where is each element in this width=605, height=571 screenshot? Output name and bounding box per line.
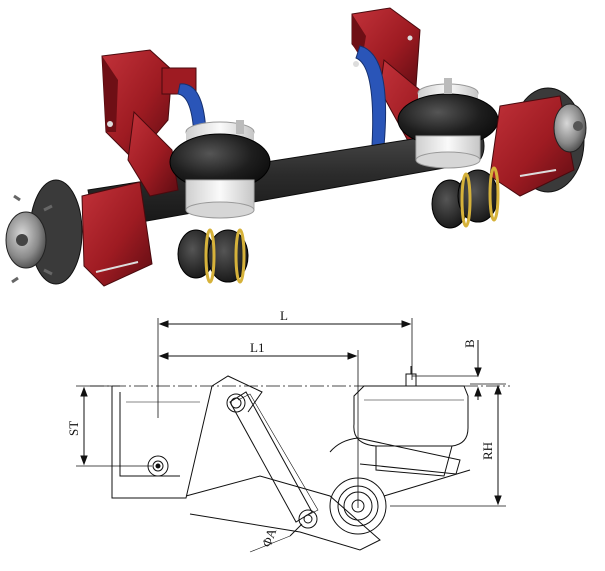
dimension-RH: RH: [390, 383, 506, 507]
dimension-B: B: [412, 339, 482, 400]
trailing-arm: [185, 375, 381, 551]
hanger-bracket-left: [101, 49, 197, 197]
wheel-end-right: [489, 87, 587, 197]
dimension-L: L: [157, 308, 413, 418]
label-L: L: [280, 308, 288, 323]
label-RH: RH: [480, 442, 495, 460]
wheel-stud-icons: [11, 194, 53, 284]
air-spring-right: [397, 78, 499, 169]
dimension-L1: L1: [158, 340, 359, 508]
suspension-3d-render: [5, 7, 587, 287]
dimension-phiA: ΦA: [249, 523, 303, 553]
axle-seat: [329, 437, 471, 535]
label-phiA: ΦA: [259, 526, 280, 549]
dimension-drawing: L L1 B ST RH: [66, 308, 510, 553]
air-spring-outline: [353, 366, 469, 477]
wheel-end-left: [5, 179, 153, 287]
brake-chamber-right: [431, 166, 500, 229]
hanger-outline: [111, 385, 213, 499]
brake-chamber-left: [177, 228, 249, 284]
label-B: B: [462, 339, 477, 348]
air-spring-left: [169, 120, 271, 219]
label-L1: L1: [250, 340, 264, 355]
label-ST: ST: [66, 421, 81, 436]
dimension-ST: ST: [66, 385, 152, 467]
